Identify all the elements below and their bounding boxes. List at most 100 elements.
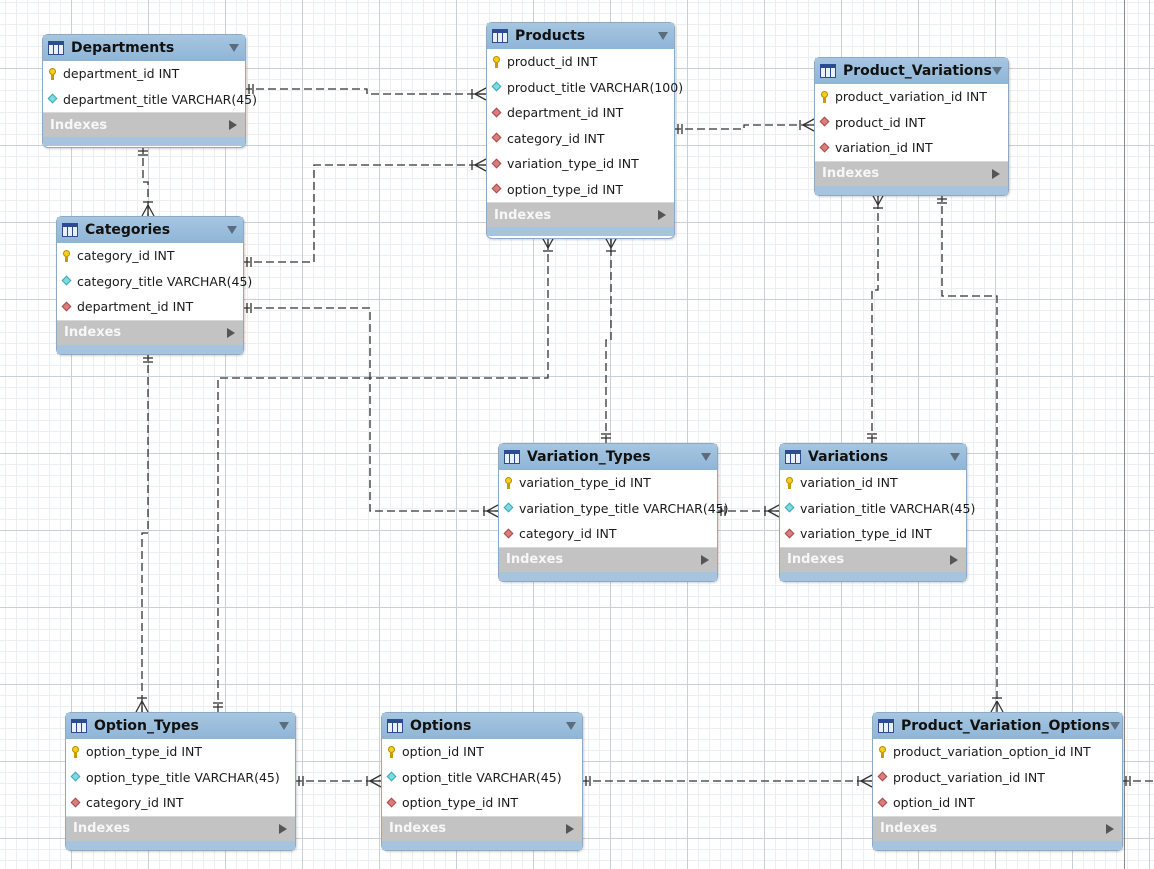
- indexes-section[interactable]: Indexes: [57, 319, 243, 345]
- expand-arrow-icon[interactable]: [701, 554, 709, 565]
- indexes-label: Indexes: [494, 207, 552, 223]
- column-row[interactable]: variation_id INT: [815, 135, 1008, 161]
- relationship-variation-types-to-variations[interactable]: [716, 504, 780, 518]
- column-row[interactable]: variation_type_title VARCHAR(45): [499, 496, 729, 522]
- expand-arrow-icon[interactable]: [658, 210, 666, 220]
- column-row[interactable]: department_id INT: [487, 100, 674, 126]
- column-row[interactable]: category_id INT: [66, 790, 295, 816]
- indexes-section[interactable]: Indexes: [382, 815, 582, 841]
- column-row[interactable]: option_type_id INT: [487, 177, 674, 203]
- column-row[interactable]: option_title VARCHAR(45): [382, 765, 582, 791]
- column-row[interactable]: category_id INT: [487, 126, 674, 152]
- collapse-caret-icon[interactable]: [566, 722, 576, 730]
- relationship-variation-types-to-products[interactable]: [601, 236, 618, 443]
- table-header[interactable]: Options: [382, 713, 582, 739]
- column-row[interactable]: variation_type_id INT: [780, 521, 966, 547]
- collapse-caret-icon[interactable]: [701, 453, 711, 461]
- relationship-categories-to-variation-types[interactable]: [242, 303, 499, 518]
- primary-key-icon: [878, 745, 887, 758]
- indexes-section[interactable]: Indexes: [499, 546, 717, 572]
- table-header[interactable]: Product_Variations: [815, 58, 1008, 84]
- collapse-caret-icon[interactable]: [658, 32, 668, 40]
- column-row[interactable]: product_variation_option_id INT: [873, 739, 1122, 765]
- table-header[interactable]: Variation_Types: [499, 444, 717, 470]
- column-row[interactable]: option_type_title VARCHAR(45): [66, 765, 295, 791]
- relationship-products-to-product-variations[interactable]: [673, 118, 815, 134]
- table-header[interactable]: Products: [487, 23, 674, 49]
- indexes-section[interactable]: Indexes: [780, 546, 966, 572]
- collapse-caret-icon[interactable]: [227, 226, 237, 234]
- indexes-section[interactable]: Indexes: [66, 815, 295, 841]
- column-row[interactable]: category_title VARCHAR(45): [57, 269, 252, 295]
- collapse-caret-icon[interactable]: [229, 44, 239, 52]
- column-row[interactable]: variation_id INT: [780, 470, 966, 496]
- column-row[interactable]: category_id INT: [499, 521, 717, 547]
- column-row[interactable]: product_id INT: [815, 110, 1008, 136]
- column-row[interactable]: option_id INT: [873, 790, 1122, 816]
- collapse-caret-icon[interactable]: [1109, 722, 1120, 730]
- expand-arrow-icon[interactable]: [566, 823, 574, 834]
- expand-arrow-icon[interactable]: [1106, 823, 1114, 834]
- column-row[interactable]: option_type_id INT: [382, 790, 582, 816]
- expand-arrow-icon[interactable]: [279, 823, 287, 834]
- column-row[interactable]: product_variation_id INT: [815, 84, 1008, 110]
- column-row[interactable]: product_variation_id INT: [873, 765, 1122, 791]
- relationship-options-to-product-variation-options[interactable]: [581, 774, 873, 788]
- column-row[interactable]: department_title VARCHAR(45): [43, 87, 257, 113]
- relationship-departments-to-categories[interactable]: [138, 146, 155, 217]
- column-row[interactable]: product_id INT: [487, 49, 674, 75]
- column-row[interactable]: option_id INT: [382, 739, 582, 765]
- table-header[interactable]: Option_Types: [66, 713, 295, 739]
- column-row[interactable]: department_id INT: [43, 61, 245, 87]
- column-row[interactable]: variation_type_id INT: [499, 470, 717, 496]
- column-row[interactable]: category_id INT: [57, 243, 243, 269]
- relationship-product-variations-to-product-variation-options[interactable]: [937, 194, 1004, 713]
- indexes-section[interactable]: Indexes: [873, 815, 1122, 841]
- collapse-caret-icon[interactable]: [279, 722, 289, 730]
- column-label: variation_title VARCHAR(45): [800, 500, 976, 516]
- expand-arrow-icon[interactable]: [227, 327, 235, 338]
- collapse-caret-icon[interactable]: [950, 453, 960, 461]
- offpage-relationship-stub[interactable]: [1121, 776, 1154, 786]
- column-row[interactable]: variation_title VARCHAR(45): [780, 496, 975, 522]
- column-label: variation_type_title VARCHAR(45): [519, 500, 729, 516]
- column-label: department_title VARCHAR(45): [63, 91, 258, 107]
- column-row[interactable]: option_type_id INT: [66, 739, 295, 765]
- column-label: category_id INT: [507, 130, 605, 146]
- table-header[interactable]: Variations: [780, 444, 966, 470]
- indexes-section[interactable]: Indexes: [43, 112, 245, 137]
- foreign-key-diamond-icon: [785, 528, 794, 540]
- indexes-section[interactable]: Indexes: [815, 160, 1008, 186]
- column-row[interactable]: department_id INT: [57, 294, 243, 320]
- indexes-section[interactable]: Indexes: [487, 202, 674, 227]
- relationship-departments-to-products[interactable]: [244, 84, 487, 101]
- indexes-label: Indexes: [787, 552, 845, 567]
- expand-arrow-icon[interactable]: [950, 554, 958, 565]
- relationship-categories-to-products[interactable]: [242, 158, 487, 267]
- expand-arrow-icon[interactable]: [992, 168, 1000, 179]
- table-header[interactable]: Product_Variation_Options: [873, 713, 1122, 739]
- table-footer: [43, 137, 245, 146]
- expand-arrow-icon[interactable]: [229, 120, 237, 130]
- column-row[interactable]: variation_type_id INT: [487, 151, 674, 177]
- relationship-option-types-to-options[interactable]: [294, 774, 382, 788]
- table-header[interactable]: Departments: [43, 35, 245, 61]
- table-header[interactable]: Categories: [57, 217, 243, 243]
- relationship-categories-to-option-types[interactable]: [135, 353, 153, 713]
- relationship-variations-to-product-variations[interactable]: [867, 193, 885, 443]
- collapse-caret-icon[interactable]: [992, 67, 1002, 75]
- primary-key-icon: [504, 476, 513, 489]
- foreign-key-diamond-icon: [492, 107, 501, 119]
- column-row[interactable]: product_title VARCHAR(100): [487, 75, 683, 101]
- indexes-label: Indexes: [822, 166, 880, 181]
